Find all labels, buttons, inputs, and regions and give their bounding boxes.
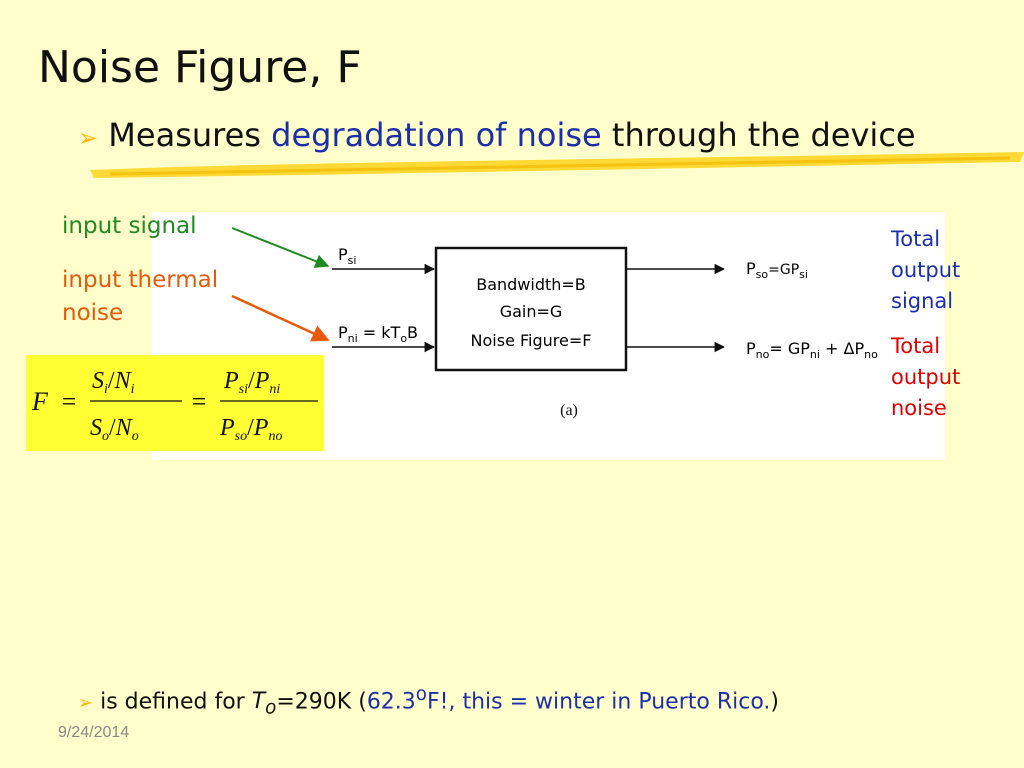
formula-num2: Psi/Pni (223, 368, 280, 397)
bullet-measures: ➢ Measures degradation of noise through … (78, 116, 916, 154)
title-underline-stroke (90, 152, 1024, 178)
pni-label: Pni = kToB (338, 323, 418, 345)
orange-arrow (231, 294, 330, 342)
noise-figure-formula: F = Si/Ni So/No = Psi/Pni Pso/Pno (26, 355, 324, 451)
bullet1-text2: through the device (601, 116, 916, 154)
bullet1-text1: Measures (108, 116, 272, 154)
bullet-arrow-icon: ➢ (78, 692, 94, 714)
box-line-2: Gain=G (500, 302, 563, 321)
bullet1-highlight: degradation of noise (271, 116, 602, 154)
formula-den1: So/No (90, 415, 139, 444)
label-total-output-signal: Total output signal (891, 227, 961, 313)
green-arrow (231, 227, 330, 268)
psi-label: Psi (338, 245, 356, 267)
formula-num1: Si/Ni (92, 368, 135, 397)
bullet-arrow-icon: ➢ (78, 124, 99, 152)
label-input-signal: input signal (62, 213, 197, 239)
label-total-output-noise: Total output noise (891, 334, 961, 420)
pso-label: Pso=GPsi (746, 259, 808, 281)
formula-eq1: = (60, 387, 78, 416)
slide-title: Noise Figure, F (38, 42, 362, 93)
formula-F: F (31, 387, 49, 416)
formula-den2: Pso/Pno (219, 415, 282, 444)
amplifier-diagram: Bandwidth=B Gain=G Noise Figure=F Psi Pn… (332, 245, 878, 419)
diagram-caption: (a) (560, 402, 578, 419)
bullet-defined-for: ➢ is defined for To=290K (62.3oF!, this … (78, 684, 779, 719)
formula-eq2: = (190, 387, 208, 416)
box-line-1: Bandwidth=B (476, 275, 586, 294)
amplifier-box (434, 246, 628, 372)
label-input-thermal-noise: input thermal noise (62, 267, 219, 326)
box-line-3: Noise Figure=F (471, 331, 592, 350)
slide-date: 9/24/2014 (58, 724, 130, 741)
pno-label: Pno= GPni + ΔPno (746, 339, 878, 361)
